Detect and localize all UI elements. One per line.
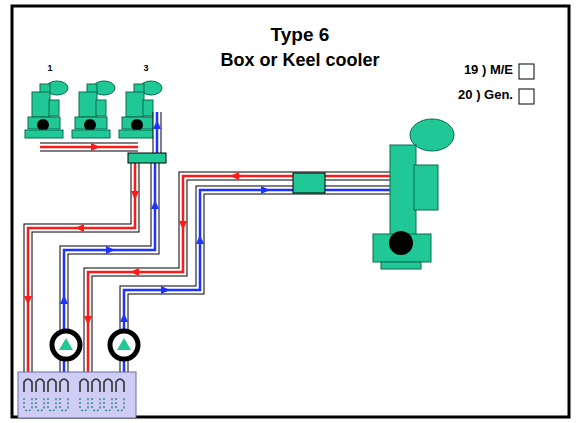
cooler-tube-lower: [80, 398, 88, 411]
flow-line: [156, 112, 159, 154]
subtitle: Box or Keel cooler: [220, 50, 379, 71]
engine-base: [72, 130, 110, 138]
pipe-bore: [88, 176, 392, 372]
crank: [389, 231, 413, 255]
alternator: [49, 100, 59, 116]
frame: [12, 6, 569, 417]
checkbox-label: 20 ) Gen.: [458, 88, 513, 103]
cooler-tube: [36, 379, 44, 392]
main-engine: [373, 119, 454, 269]
flow-arrow: [153, 120, 161, 129]
cooler-tube-lower: [104, 398, 112, 411]
crank: [84, 119, 96, 131]
alternator: [143, 100, 153, 116]
pipe: [88, 176, 392, 372]
pipe-wall: [124, 190, 392, 372]
cooler-tube-lower: [60, 398, 68, 411]
flow-arrow: [261, 186, 270, 194]
cooler-tube-lower: [48, 398, 56, 411]
pump: [110, 331, 138, 359]
pipe: [40, 147, 138, 148]
flow-arrow: [151, 200, 159, 209]
checkbox: [519, 64, 534, 79]
flow-arrow: [120, 313, 128, 322]
flow-line: [40, 146, 138, 149]
pipe-wall: [153, 112, 162, 154]
flow-arrow: [24, 296, 32, 305]
checkbox-label: 19 ) M/E: [464, 63, 513, 78]
pipe-bore: [124, 190, 392, 372]
pipe-wall: [88, 176, 392, 372]
callout-number: 1: [47, 63, 52, 73]
callout-number: 3: [143, 63, 148, 73]
flow-arrow: [130, 268, 139, 276]
engine-base: [119, 130, 157, 138]
engine-base: [381, 262, 421, 269]
cooler-tube: [92, 379, 100, 392]
flow-arrow: [196, 235, 204, 244]
exhaust: [410, 119, 454, 151]
pump-impeller: [59, 338, 73, 350]
cooler-tube: [48, 379, 56, 392]
flow-arrow: [60, 295, 68, 304]
turbocharger: [414, 165, 438, 210]
engine-block: [126, 92, 144, 117]
flow-line: [88, 176, 392, 372]
engine-block: [390, 145, 416, 235]
cooler-tube-lower: [36, 398, 44, 411]
pipe: [157, 112, 158, 154]
pump: [52, 331, 80, 359]
engine-block: [79, 92, 97, 117]
cooler-tube: [80, 379, 88, 392]
flow-arrow: [106, 246, 115, 254]
cooler-tube: [116, 379, 124, 392]
generator-engine: [72, 81, 115, 138]
flow-arrow: [84, 316, 92, 325]
keel-cooler-box: [18, 372, 136, 418]
cooler-tube-lower: [116, 398, 124, 411]
diagram-title: Type 6: [200, 24, 400, 46]
manifold: [128, 153, 166, 163]
flow-arrow: [230, 172, 239, 180]
pipe-bore: [154, 112, 161, 154]
flow-arrow: [179, 221, 187, 230]
flow-line: [124, 190, 392, 372]
flow-arrow: [75, 224, 84, 232]
checkbox: [519, 89, 534, 104]
cooler-tube: [24, 379, 32, 392]
flow-arrow: [131, 191, 139, 200]
pipe-wall: [40, 143, 138, 152]
cooler-tube: [104, 379, 112, 392]
generator-engine: [25, 81, 68, 138]
pipe: [124, 190, 392, 372]
alternator: [96, 100, 106, 116]
flow-arrow: [161, 286, 170, 294]
cooler-tube-lower: [92, 398, 100, 411]
crank: [37, 119, 49, 131]
pipe-bore: [40, 144, 138, 151]
pump-impeller: [117, 338, 131, 350]
engine-block: [32, 92, 50, 117]
cooler-tube: [60, 379, 68, 392]
engine-base: [25, 130, 63, 138]
flow-arrow: [91, 143, 100, 151]
pipe-fitting: [293, 173, 325, 193]
cooler-tube-lower: [24, 398, 32, 411]
crank: [131, 119, 143, 131]
